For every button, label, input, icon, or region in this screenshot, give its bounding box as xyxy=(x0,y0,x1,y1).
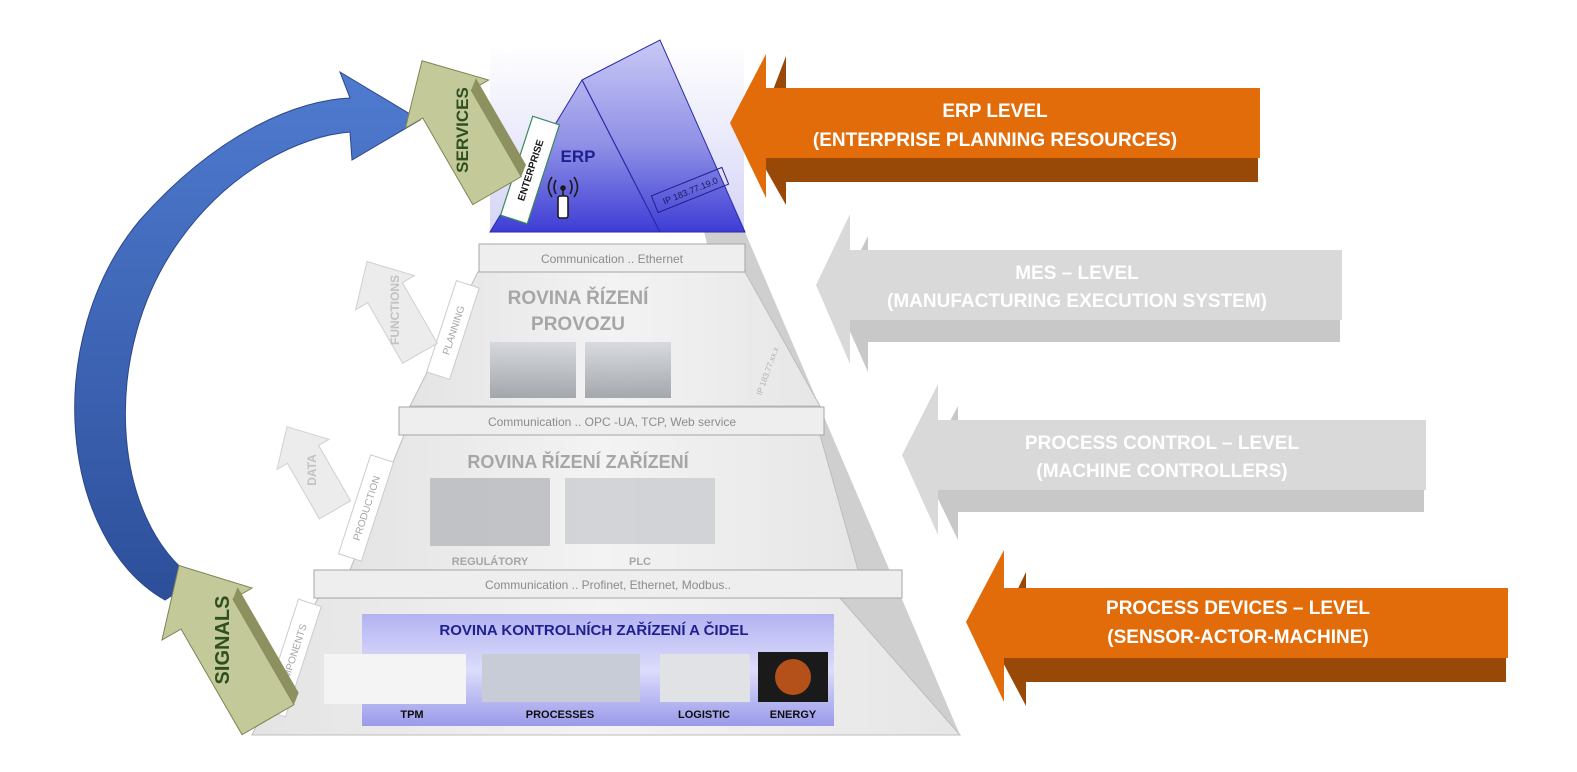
erp-level: ERP IP 183.77.19.0 ENTERPRISE xyxy=(489,39,746,233)
level-arrow-process-devices: PROCESS DEVICES – LEVEL (SENSOR-ACTOR-MA… xyxy=(966,550,1508,706)
comm-bar-bottom-label: Communication .. Profinet, Ethernet, Mod… xyxy=(485,578,731,592)
data-arrow: DATA xyxy=(276,426,352,520)
erp-title: ERP xyxy=(561,147,596,166)
comm-bar-top: Communication .. Ethernet xyxy=(478,243,746,273)
antenna-icon xyxy=(547,176,579,219)
signals-arrow: SIGNALS xyxy=(161,564,299,736)
controllers-caption: REGULÁTORY xyxy=(452,555,529,568)
control-room-image-2 xyxy=(585,342,671,398)
level-arrow-mes: MES – LEVEL (MANUFACTURING EXECUTION SYS… xyxy=(816,214,1342,372)
control-room-image-1 xyxy=(490,342,576,398)
level-arrow-erp-line2: (ENTERPRISE PLANNING RESOURCES) xyxy=(813,130,1177,151)
services-arrow-label: SERVICES xyxy=(453,87,472,173)
cidel-level: ROVINA KONTROLNÍCH ZAŘÍZENÍ A ČIDEL TPM … xyxy=(324,614,834,726)
level-arrow-mes-line2: (MANUFACTURING EXECUTION SYSTEM) xyxy=(887,291,1267,312)
cidel-item-energy: ENERGY xyxy=(770,709,817,721)
processes-image xyxy=(482,654,640,702)
functions-arrow: FUNCTIONS xyxy=(354,260,439,364)
cidel-item-processes: PROCESSES xyxy=(526,709,594,721)
energy-icon xyxy=(775,659,811,695)
functions-arrow-label: FUNCTIONS xyxy=(388,275,402,345)
level-arrow-process-control: PROCESS CONTROL – LEVEL (MACHINE CONTROL… xyxy=(902,384,1426,540)
comm-bar-middle: Communication .. OPC -UA, TCP, Web servi… xyxy=(398,406,825,436)
level-arrow-process-devices-line2: (SENSOR-ACTOR-MACHINE) xyxy=(1107,627,1368,648)
comm-bar-bottom: Communication .. Profinet, Ethernet, Mod… xyxy=(313,569,903,599)
signals-arrow-label: SIGNALS xyxy=(212,596,234,685)
data-arrow-label: DATA xyxy=(305,454,319,486)
plc-caption: PLC xyxy=(629,556,651,568)
provozu-title-line1: ROVINA ŘÍZENÍ xyxy=(508,287,649,309)
cidel-item-logistic: LOGISTIC xyxy=(678,709,730,721)
erp-prism-edge xyxy=(581,79,661,233)
zarizeni-level: ROVINA ŘÍZENÍ ZAŘÍZENÍ REGULÁTORY PLC xyxy=(430,451,715,568)
cidel-item-tpm: TPM xyxy=(400,709,423,721)
level-arrow-mes-line1: MES – LEVEL xyxy=(1015,263,1139,284)
logistic-image xyxy=(660,654,750,702)
cidel-title: ROVINA KONTROLNÍCH ZAŘÍZENÍ A ČIDEL xyxy=(439,621,748,639)
level-arrow-process-control-line1: PROCESS CONTROL – LEVEL xyxy=(1025,433,1300,454)
level-arrow-process-devices-line1: PROCESS DEVICES – LEVEL xyxy=(1106,598,1370,619)
level-arrow-erp: ERP LEVEL (ENTERPRISE PLANNING RESOURCES… xyxy=(730,54,1260,205)
comm-bar-top-label: Communication .. Ethernet xyxy=(541,252,684,266)
services-arrow: SERVICES xyxy=(404,60,526,206)
tpm-image xyxy=(324,654,466,704)
zarizeni-title: ROVINA ŘÍZENÍ ZAŘÍZENÍ xyxy=(467,451,689,472)
comm-bar-middle-label: Communication .. OPC -UA, TCP, Web servi… xyxy=(488,415,736,429)
feedback-curve-arrow xyxy=(74,70,421,601)
level-arrow-process-control-line2: (MACHINE CONTROLLERS) xyxy=(1036,461,1287,482)
level-arrow-erp-line1: ERP LEVEL xyxy=(942,101,1048,122)
plc-image xyxy=(565,478,715,544)
provozu-title-line2: PROVOZU xyxy=(531,314,625,335)
erp-ip-box xyxy=(650,166,730,214)
controllers-image xyxy=(430,478,550,546)
